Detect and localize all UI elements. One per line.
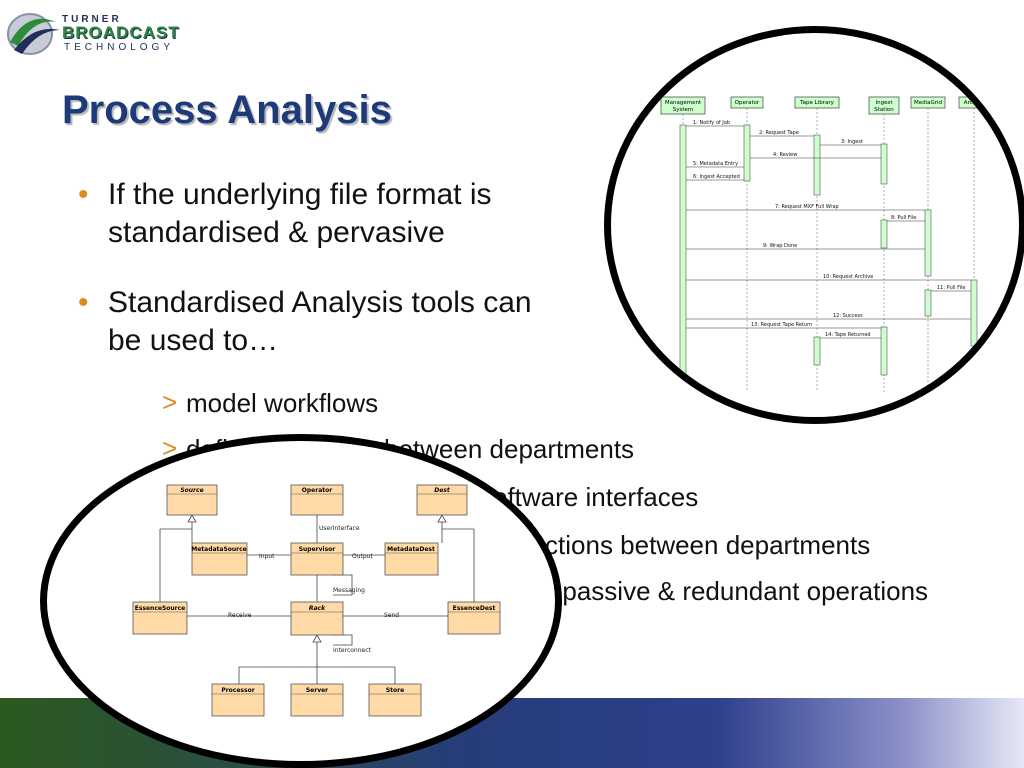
bullet-1: • If the underlying file format is stand… [78,176,608,252]
activation-bar [880,326,888,376]
class-name: MetadataDest [387,546,435,553]
message-label: 6: Ingest Accepted [693,174,740,180]
bullet-dot: • [78,178,89,211]
class-box-supervisor [290,542,344,576]
bullet-2-line-2: be used to… [108,324,279,357]
class-name: EssenceSource [135,605,186,612]
association-label: Input [259,553,275,560]
association-label: Receive [228,612,252,619]
class-box-operator [290,484,344,516]
lifeline-label: Management [665,100,702,106]
class-box-essence-source [132,601,188,635]
class-box-source [166,484,218,516]
message-label: 8: Pull File [891,215,916,221]
association-label: Interconnect [333,647,372,654]
logo-line-technology: TECHNOLOGY [64,42,175,53]
class-name: Processor [221,687,254,694]
class-name: Store [386,687,404,694]
class-name: Server [306,687,328,694]
association-label: Send [384,612,399,619]
swoosh-logo-icon [7,13,60,55]
logo-line-turner: TURNER [62,14,122,25]
lifeline-label: Operator [735,100,760,106]
class-diagram-callout: Source Operator Dest MetadataSource Supe… [40,434,562,768]
lifeline-label: Archive [964,100,985,106]
activation-bar [880,219,888,249]
activation-bar [924,289,932,317]
sequence-diagram-callout: Management System Operator Tape Library … [604,26,1024,424]
message-label: 5: Metadata Entry [693,161,738,167]
message-label: 13: Request Tape Return [751,322,812,328]
lifeline-label: System [673,107,694,113]
message-label: 11: Pull File [937,285,965,291]
message-label: 1: Notify of Job [693,120,730,126]
message-label: 4: Review [773,152,797,158]
activation-bar [813,336,821,366]
class-box-server [290,683,344,717]
sub-bullet-1-text: model workflows [186,388,379,418]
class-name: MetadataSource [191,546,247,553]
message-label: 10: Request Archive [823,274,873,280]
class-diagram: Source Operator Dest MetadataSource Supe… [132,484,501,717]
message-label: 12: Success [833,313,863,319]
arrow-marker-icon: > [162,387,178,417]
slide-title: Process Analysis [62,88,392,132]
activation-bar [813,134,821,196]
class-name: Source [180,487,203,494]
class-name: Supervisor [299,546,336,553]
bullet-1-line-1: If the underlying file format is [108,178,492,211]
class-name: Rack [309,605,326,612]
activation-bar [924,209,932,277]
lifeline-label: MediaGrid [914,100,942,106]
class-box-metadata-source [191,542,248,576]
activation-bar [743,124,751,182]
message-label: 7: Request MXF Full Wrap [775,204,839,210]
activation-bar [880,143,888,185]
message-label: 14: Tape Returned [825,332,871,338]
activation-bar [970,279,978,347]
message-label: 9: Wrap Done [763,243,797,249]
class-name: Dest [434,487,451,494]
class-name: EssenceDest [453,605,496,612]
class-box-rack [290,601,344,636]
message-label: 2: Request Tape [759,130,799,136]
message-label: 3: Ingest [841,139,863,145]
bullet-1-line-2: standardised & pervasive [108,216,445,249]
association-label: Output [352,553,373,560]
association-label: Messaging [333,587,365,594]
bullet-dot: • [78,286,89,319]
logo-line-broadcast: BROADCAST [62,23,180,42]
bullet-2: • Standardised Analysis tools can be use… [78,284,648,360]
class-name: Operator [302,487,332,494]
class-box-processor [211,683,265,717]
class-box-essence-dest [447,601,501,635]
lifeline-label: Ingest [875,100,893,106]
class-box-store [368,683,422,717]
turner-logo: TURNER BROADCAST TECHNOLOGY [4,4,204,60]
lifeline-label: Tape Library [799,100,834,106]
bullet-2-line-1: Standardised Analysis tools can [108,286,532,319]
class-box-dest [416,484,468,516]
sub-bullet-1: > model workflows [162,387,379,419]
class-box-metadata-dest [384,542,439,576]
sequence-diagram: Management System Operator Tape Library … [660,96,990,392]
activation-bar [679,124,687,388]
lifeline-label: Station [874,107,894,113]
association-label: UserInterface [319,525,360,532]
